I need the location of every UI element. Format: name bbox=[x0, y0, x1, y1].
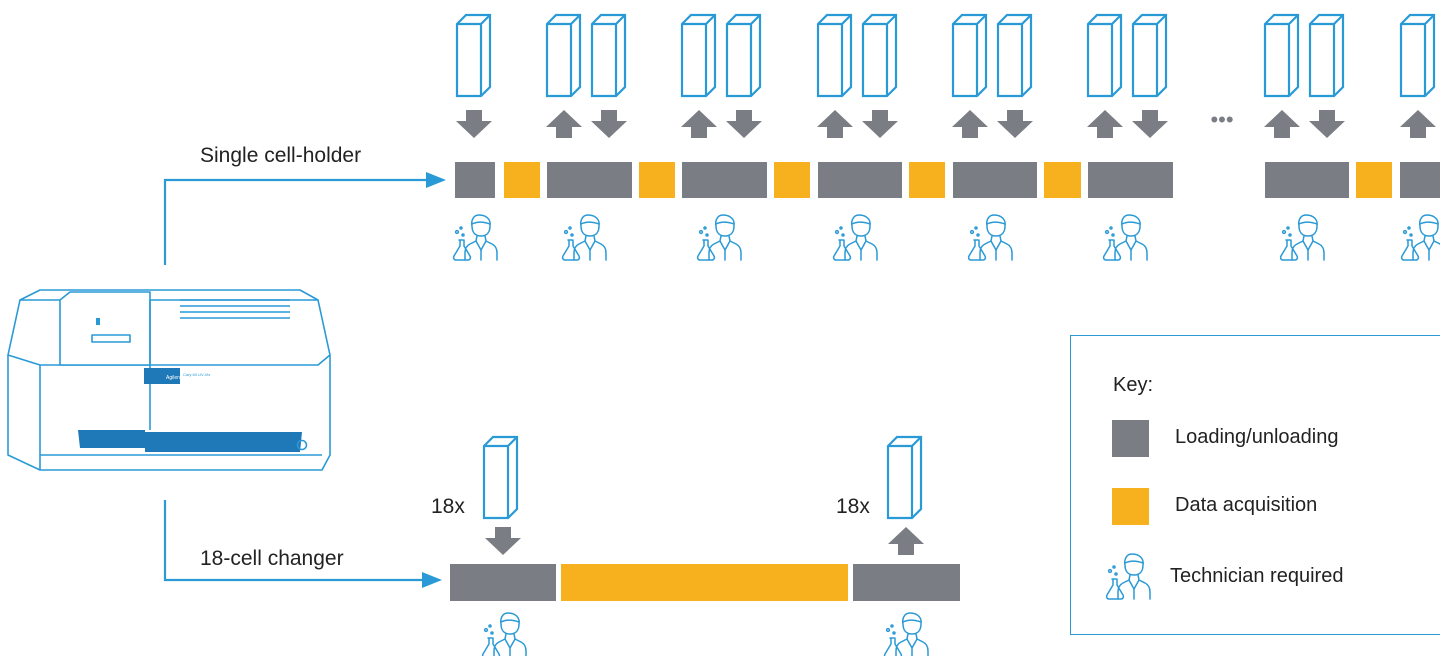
arrow-up-icon bbox=[952, 110, 988, 138]
arrow-up-icon bbox=[1400, 110, 1436, 138]
loading-block bbox=[547, 162, 632, 198]
loading-block bbox=[450, 564, 556, 601]
ellipsis: ••• bbox=[1210, 107, 1233, 132]
changer-connector bbox=[163, 500, 442, 588]
loading-block bbox=[682, 162, 767, 198]
acquisition-block bbox=[504, 162, 540, 198]
single-path-label: Single cell-holder bbox=[200, 144, 362, 167]
arrow-up-icon bbox=[1264, 110, 1300, 138]
brand-badge bbox=[144, 368, 180, 384]
technician-icon bbox=[1102, 214, 1148, 261]
key-loading-swatch bbox=[1112, 420, 1149, 457]
technician-icon bbox=[696, 214, 742, 261]
key-title: Key: bbox=[1113, 374, 1154, 396]
arrow-down-icon bbox=[862, 110, 898, 138]
cuvette-icon bbox=[816, 13, 853, 98]
technician-icon bbox=[967, 214, 1013, 261]
single-cell-timeline: ••• bbox=[452, 13, 1440, 261]
cuvette-icon bbox=[886, 435, 923, 520]
arrow-up-icon bbox=[888, 527, 924, 555]
technician-icon bbox=[883, 612, 929, 656]
cuvette-icon bbox=[1399, 13, 1436, 98]
instrument-brand-text: Agilent bbox=[166, 375, 182, 381]
acquisition-block bbox=[774, 162, 810, 198]
technician-icon bbox=[561, 214, 607, 261]
technician-icon bbox=[1400, 214, 1440, 261]
arrow-down-icon bbox=[591, 110, 627, 138]
key-acquisition-label: Data acquisition bbox=[1175, 494, 1318, 516]
cuvette-icon bbox=[861, 13, 898, 98]
cuvette-icon bbox=[1086, 13, 1123, 98]
single-connector bbox=[163, 172, 446, 265]
changer-load-multiplier: 18x bbox=[431, 495, 465, 518]
arrow-down-icon bbox=[997, 110, 1033, 138]
cuvette-icon bbox=[545, 13, 582, 98]
key-acquisition-swatch bbox=[1112, 488, 1149, 525]
changer-path-label: 18-cell changer bbox=[200, 547, 344, 570]
acquisition-block bbox=[1356, 162, 1392, 198]
technician-icon bbox=[832, 214, 878, 261]
cuvette-icon bbox=[996, 13, 1033, 98]
loading-block bbox=[953, 162, 1037, 198]
cuvette-icon bbox=[1263, 13, 1300, 98]
loading-block bbox=[1265, 162, 1349, 198]
arrow-up-icon bbox=[546, 110, 582, 138]
arrow-down-icon bbox=[1132, 110, 1168, 138]
arrow-up-icon bbox=[681, 110, 717, 138]
cuvette-icon bbox=[482, 435, 519, 520]
arrow-down-icon bbox=[485, 527, 521, 555]
technician-icon bbox=[481, 612, 527, 656]
cuvette-icon bbox=[951, 13, 988, 98]
technician-icon bbox=[1279, 214, 1325, 261]
cuvette-icon bbox=[1308, 13, 1345, 98]
acquisition-block bbox=[909, 162, 945, 198]
loading-block bbox=[1400, 162, 1440, 198]
key-panel bbox=[1070, 335, 1440, 635]
technician-icon bbox=[452, 214, 498, 261]
loading-block bbox=[455, 162, 495, 198]
cuvette-icon bbox=[725, 13, 762, 98]
arrow-down-icon bbox=[456, 110, 492, 138]
key-technician-label: Technician required bbox=[1170, 565, 1344, 587]
acquisition-block bbox=[639, 162, 675, 198]
acquisition-block bbox=[561, 564, 848, 601]
cuvette-icon bbox=[680, 13, 717, 98]
arrow-up-icon bbox=[1087, 110, 1123, 138]
loading-block bbox=[1088, 162, 1173, 198]
cuvette-icon bbox=[455, 13, 492, 98]
loading-block bbox=[853, 564, 960, 601]
instrument-model-text: Cary 60 UV-Vis bbox=[183, 372, 210, 377]
loading-block bbox=[818, 162, 902, 198]
spectrophotometer-illustration bbox=[7, 289, 331, 471]
arrow-down-icon bbox=[726, 110, 762, 138]
arrow-up-icon bbox=[817, 110, 853, 138]
arrow-down-icon bbox=[1309, 110, 1345, 138]
key-loading-label: Loading/unloading bbox=[1175, 426, 1339, 448]
acquisition-block bbox=[1044, 162, 1081, 198]
cuvette-icon bbox=[1131, 13, 1168, 98]
changer-unload-multiplier: 18x bbox=[836, 495, 870, 518]
changer-timeline bbox=[450, 435, 960, 656]
cuvette-icon bbox=[590, 13, 627, 98]
